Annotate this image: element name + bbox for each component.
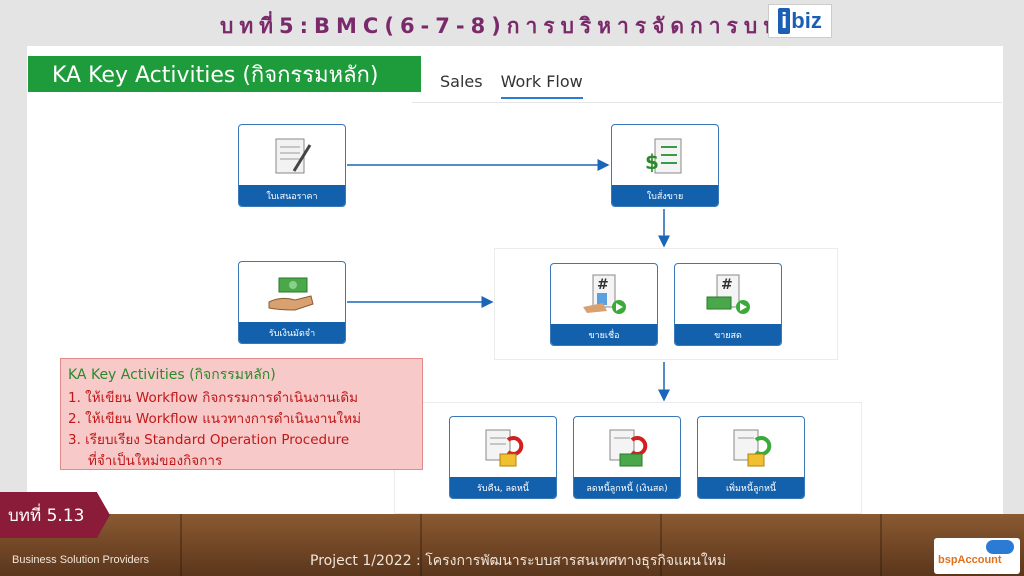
cloud-icon (986, 540, 1014, 554)
money-hand-icon (239, 262, 345, 324)
bsp-logo: bspAccount (934, 538, 1020, 574)
return-icon (450, 417, 556, 479)
note-heading: KA Key Activities (กิจกรรมหลัก) (68, 367, 276, 383)
note-item: ที่จำเป็นใหม่ของกิจการ (88, 453, 223, 469)
slide-title: บทที่5:BMC(6-7-8)การบริหารจัดการบน (220, 14, 784, 38)
quotation-document-icon (239, 125, 345, 187)
footer-company: Business Solution Providers (12, 554, 149, 566)
chapter-tag: บทที่ 5.13 (0, 492, 110, 538)
reduce-debt-icon (574, 417, 680, 479)
wood-floor (0, 514, 1024, 576)
footer-project: Project 1/2022 : โครงการพัฒนาระบบสารสนเท… (310, 553, 727, 569)
credit-sale-icon: # (551, 264, 657, 326)
floor-plank-line (660, 514, 662, 576)
ka-banner: KA Key Activities (กิจกรรมหลัก) (28, 56, 421, 92)
card-credit-sale[interactable]: # ขายเชื่อ (550, 263, 658, 346)
note-item: 2. ให้เขียน Workflow แนวทางการดำเนินงานใ… (68, 411, 362, 427)
ka-note-box: KA Key Activities (กิจกรรมหลัก) 1. ให้เข… (60, 358, 423, 470)
card-increase-debt[interactable]: เพิ่มหนี้ลูกหนี้ (697, 416, 805, 499)
increase-debt-icon (698, 417, 804, 479)
card-deposit[interactable]: รับเงินมัดจำ (238, 261, 346, 344)
note-item: 3. เรียบเรียง Standard Operation Procedu… (68, 432, 350, 448)
tab-bar: Sales Work Flow (440, 72, 583, 99)
floor-plank-line (420, 514, 422, 576)
card-reduce-debt[interactable]: ลดหนี้ลูกหนี้ (เงินสด) (573, 416, 681, 499)
svg-text:#: # (721, 277, 733, 293)
tab-work-flow[interactable]: Work Flow (500, 72, 583, 99)
tab-divider (412, 102, 1002, 103)
card-sales-order[interactable]: $ ใบสั่งขาย (611, 124, 719, 207)
svg-text:$: $ (645, 150, 659, 174)
sales-order-dollar-icon: $ (612, 125, 718, 187)
floor-plank-line (180, 514, 182, 576)
card-cash-sale[interactable]: # ขายสด (674, 263, 782, 346)
floor-plank-line (880, 514, 882, 576)
svg-text:#: # (597, 277, 609, 293)
cash-sale-icon: # (675, 264, 781, 326)
card-return[interactable]: รับคืน, ลดหนี้ (449, 416, 557, 499)
card-quotation[interactable]: ใบเสนอราคา (238, 124, 346, 207)
note-item: 1. ให้เขียน Workflow กิจกรรมการดำเนินงาน… (68, 390, 358, 406)
tab-sales[interactable]: Sales (440, 72, 483, 91)
